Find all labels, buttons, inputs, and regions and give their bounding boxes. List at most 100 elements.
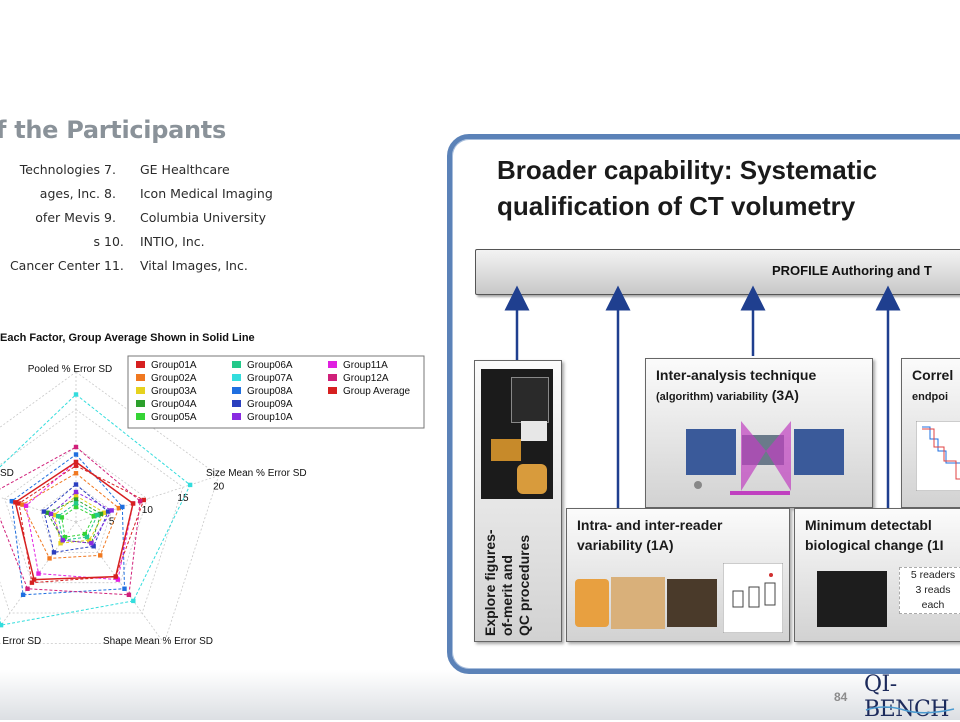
participant-left-name: s xyxy=(93,234,100,249)
page-number: 84 xyxy=(834,690,848,704)
phantom-image-1 xyxy=(575,579,609,627)
radar-point xyxy=(73,444,79,450)
legend-swatch xyxy=(232,387,241,394)
boxplot-image xyxy=(723,563,783,633)
radar-axis-label: Pooled % Error SD xyxy=(28,364,112,375)
radar-point xyxy=(25,586,30,591)
nodule-grid-image xyxy=(817,571,887,627)
radar-point xyxy=(102,510,107,515)
legend-label: Group01A xyxy=(151,360,197,371)
radar-point xyxy=(20,592,26,598)
chart-legend xyxy=(127,355,425,429)
radar-series-group08a xyxy=(11,453,126,596)
radar-point xyxy=(141,497,146,503)
readers-note: 5 readers 3 reads each xyxy=(899,567,960,614)
readers-note-1: 5 readers xyxy=(910,569,956,581)
legend-label: Group02A xyxy=(151,373,197,384)
radar-tick-label: 10 xyxy=(142,505,154,516)
logo-text: QI-BENCH xyxy=(864,672,950,722)
inter-analysis-code: (3A) xyxy=(771,387,799,403)
radar-point xyxy=(16,501,22,506)
radar-grid-ring xyxy=(0,371,220,644)
legend-label: Group06A xyxy=(247,360,293,371)
radar-point xyxy=(113,574,118,579)
intra-inter-reader-box: Intra- and inter-reader variability (1A) xyxy=(566,508,790,642)
participant-name: Vital Images, Inc. xyxy=(140,258,248,273)
radar-series-group12a xyxy=(0,446,141,596)
radar-point xyxy=(130,501,136,506)
legend-label: Group05A xyxy=(151,412,197,423)
radar-point xyxy=(59,515,64,520)
min-detectable-box: Minimum detectabl biological change (1I … xyxy=(794,508,960,642)
radar-point xyxy=(122,586,127,591)
survival-plot xyxy=(916,421,960,491)
participant-left-name: ofer Mevis xyxy=(35,210,100,225)
chart-title: Each Factor, Group Average Shown in Soli… xyxy=(0,332,255,344)
radar-point xyxy=(73,504,79,510)
intra-title-2: variability (1A) xyxy=(577,537,674,553)
radar-point xyxy=(87,538,92,543)
legend-label: Group03A xyxy=(151,386,197,397)
radar-series-group06a xyxy=(57,502,99,541)
radar-point xyxy=(73,497,79,502)
radar-chart: Each Factor, Group Average Shown in Soli… xyxy=(0,326,440,656)
radar-point xyxy=(98,553,103,558)
radar-point xyxy=(48,511,54,517)
radar-point xyxy=(73,459,79,465)
legend-swatch xyxy=(232,361,241,368)
qi-bench-logo: QI-BENCH xyxy=(864,672,960,722)
logo-swoosh xyxy=(865,706,955,714)
phantom-image-2 xyxy=(611,577,665,629)
radar-point xyxy=(55,514,61,519)
radar-point xyxy=(73,501,79,506)
radar-point xyxy=(98,511,104,517)
radar-point xyxy=(73,493,79,498)
participant-number: 8. xyxy=(104,186,116,201)
panel-heading: Broader capability: Systematic qualifica… xyxy=(497,152,957,224)
panel-heading-line2: qualification of CT volumetry xyxy=(497,191,856,221)
radar-point xyxy=(82,531,88,537)
participant-name: GE Healthcare xyxy=(140,162,230,177)
radar-series-group04a xyxy=(46,498,102,544)
legend-label: Group07A xyxy=(247,373,293,384)
radar-point xyxy=(73,471,79,476)
phantom-image-3 xyxy=(667,579,717,627)
radar-axis-label: % Error SD xyxy=(0,636,41,647)
participant-number: 7. xyxy=(104,162,116,177)
participant-left-name: Cancer Center xyxy=(9,258,100,273)
radar-tick-label: 5 xyxy=(109,516,115,527)
radar-series-group11a xyxy=(25,461,134,581)
radar-point xyxy=(73,392,79,397)
correlation-title: Correl endpoi xyxy=(912,365,953,407)
radar-point xyxy=(95,512,100,518)
explore-line3: QC procedures xyxy=(516,534,532,636)
radar-axis-label: Size Mean % Error SD xyxy=(206,468,307,479)
radar-point xyxy=(91,514,97,519)
inter-analysis-title-text: Inter-analysis technique xyxy=(656,367,817,383)
explore-label: Explore figures- of-merit and QC procedu… xyxy=(482,529,533,636)
legend-swatch xyxy=(232,374,241,381)
radar-series-group05a xyxy=(61,506,95,538)
participant-name: Columbia University xyxy=(140,210,267,225)
min-detect-title: Minimum detectabl biological change (1I xyxy=(805,515,943,555)
radar-point xyxy=(116,505,121,511)
radar-point xyxy=(36,571,41,576)
radar-point xyxy=(9,498,15,504)
radar-point xyxy=(84,534,90,540)
participant-number: 11. xyxy=(104,258,124,273)
radar-point xyxy=(91,544,96,549)
slide-title: f the Participants xyxy=(0,116,226,144)
legend-label: Group08A xyxy=(247,386,293,397)
radar-point xyxy=(20,502,25,507)
radar-series-group10a xyxy=(50,491,113,544)
radar-series-group02a xyxy=(21,472,120,559)
legend-swatch xyxy=(136,413,145,420)
radar-point xyxy=(51,550,57,555)
radar-point xyxy=(73,482,79,487)
inter-analysis-box: Inter-analysis technique (algorithm) var… xyxy=(645,358,873,508)
radar-point xyxy=(23,503,29,508)
legend-swatch xyxy=(328,361,337,368)
legend-label: Group Average xyxy=(343,386,411,397)
radar-point xyxy=(126,592,132,598)
radar-grid-ring xyxy=(39,484,113,553)
